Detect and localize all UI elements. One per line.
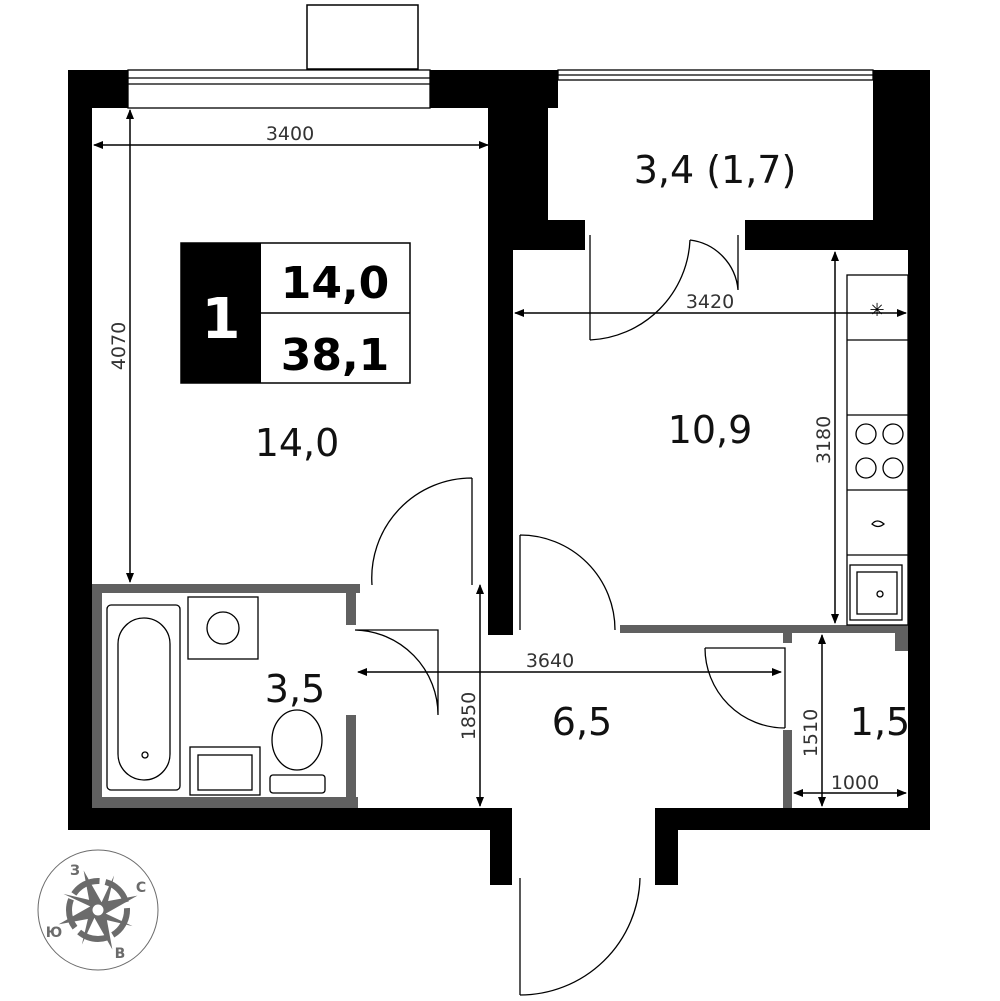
total-area: 38,1 — [281, 330, 390, 381]
outer-walls — [68, 70, 930, 885]
dim-living-width: 3400 — [266, 123, 314, 145]
dim-kitchen-width: 3420 — [686, 291, 734, 313]
area-hall: 6,5 — [552, 700, 612, 744]
area-loggia: 3,4 (1,7) — [634, 148, 797, 192]
dim-hall-depth: 1850 — [458, 692, 480, 740]
summary-badge: 1 14,0 38,1 — [180, 242, 411, 384]
dim-hall-width: 3640 — [526, 650, 574, 672]
area-living: 14,0 — [255, 421, 340, 465]
dim-kitchen-depth: 3180 — [813, 416, 835, 464]
dim-wc-width: 1000 — [831, 772, 879, 794]
toilet — [271, 709, 323, 771]
compass-icon: З С Ю В — [37, 849, 159, 971]
room-count: 1 — [202, 287, 241, 352]
dim-living-depth: 4070 — [108, 322, 130, 370]
compass-north: С — [136, 880, 146, 896]
compass-east: В — [115, 946, 126, 962]
bathroom-fixtures — [106, 596, 326, 796]
area-wc: 1,5 — [850, 700, 910, 744]
kitchen-fixtures: ✳ — [846, 274, 909, 626]
bathtub — [106, 604, 181, 791]
compass-south: Ю — [46, 925, 62, 941]
compass-west: З — [70, 863, 80, 879]
area-bathroom: 3,5 — [265, 667, 325, 711]
living-area: 14,0 — [281, 258, 390, 309]
dimension-lines — [93, 109, 907, 807]
washing-machine — [187, 596, 259, 660]
svg-text:✳: ✳ — [869, 300, 884, 321]
doors — [354, 235, 786, 996]
area-kitchen: 10,9 — [668, 408, 753, 452]
ac-unit — [306, 4, 419, 70]
dim-wc-depth: 1510 — [800, 709, 822, 757]
partitions — [92, 584, 908, 808]
windows — [127, 69, 874, 109]
sink — [189, 746, 261, 796]
